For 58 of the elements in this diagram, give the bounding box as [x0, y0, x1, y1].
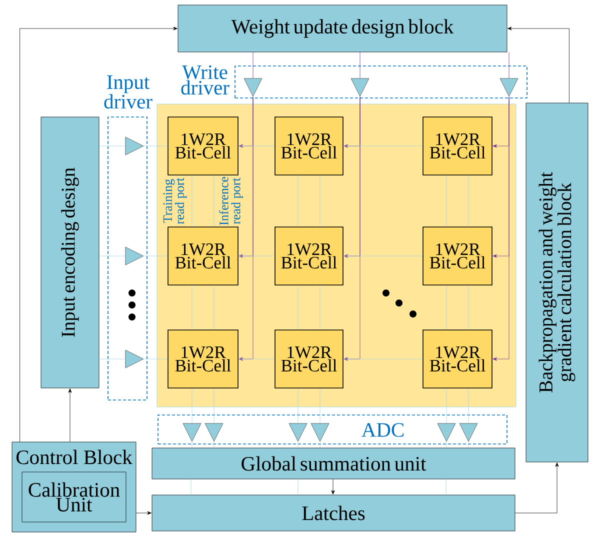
- write-line: [238, 96, 254, 361]
- node-label: Write driver: [181, 65, 230, 95]
- connector: [515, 462, 559, 514]
- bit-cell: 1W2R Bit-Cell: [274, 226, 344, 286]
- buffer-symbol: [310, 423, 330, 442]
- connector: [468, 285, 469, 330]
- bit-cell: 1W2R Bit-Cell: [274, 330, 344, 388]
- connector: [238, 358, 275, 360]
- buffer-symbol: [459, 423, 478, 442]
- bit-cell: 1W2R Bit-Cell: [168, 330, 238, 388]
- block-box: Backpropagation and weight gradient calculation block: [526, 102, 588, 462]
- buffer-symbol: [350, 78, 370, 97]
- connector: [508, 52, 510, 78]
- connector: [446, 175, 447, 227]
- block-box: Global summation unit: [152, 448, 516, 480]
- bit-cell: 1W2R Bit-Cell: [422, 226, 492, 286]
- write-line: [492, 96, 510, 361]
- connector: [136, 511, 152, 515]
- write-line: [344, 96, 360, 361]
- block-box: Input encoding design: [40, 116, 100, 388]
- connector: [446, 442, 447, 448]
- block-box: Weight update design block: [178, 4, 508, 52]
- block-box: Calibration Unit: [22, 472, 126, 522]
- buffer-symbol: [125, 350, 144, 368]
- buffer-symbol: [204, 423, 224, 442]
- connector: [331, 479, 335, 494]
- bit-cell: 1W2R Bit-Cell: [422, 116, 492, 176]
- driver-group: Input driver: [104, 75, 152, 400]
- bit-cell: 1W2R Bit-Cell: [168, 116, 238, 176]
- connector: [144, 358, 168, 360]
- buffer-symbol: [500, 78, 518, 97]
- connector: [468, 442, 469, 448]
- connector: [190, 479, 192, 495]
- buffer-symbol: [437, 423, 456, 442]
- connector: [468, 388, 469, 424]
- connector: [99, 358, 126, 360]
- buffer-symbol: [182, 423, 202, 442]
- buffer-symbol: [244, 78, 262, 97]
- connector: [20, 26, 178, 442]
- block-box: Latches: [152, 494, 516, 532]
- buffer-symbol: [125, 136, 144, 156]
- buffer-symbol: [288, 423, 308, 442]
- driver-group: ADC: [158, 414, 508, 444]
- bit-cell: 1W2R Bit-Cell: [168, 226, 238, 286]
- buffer-symbol: [125, 246, 144, 266]
- bit-cell: 1W2R Bit-Cell: [274, 116, 344, 176]
- connector: [468, 175, 469, 227]
- driver-group: Write driver: [181, 65, 528, 98]
- connector: [252, 52, 254, 78]
- port-label: Training read port: [163, 178, 187, 224]
- connector: [446, 285, 447, 330]
- connector: [446, 388, 447, 424]
- port-label: Inference read port: [219, 176, 243, 226]
- bit-cell: 1W2R Bit-Cell: [422, 330, 492, 388]
- connector: [343, 358, 423, 360]
- connector: [508, 26, 570, 103]
- connector: [68, 388, 72, 442]
- node-label: Input driver: [104, 75, 152, 109]
